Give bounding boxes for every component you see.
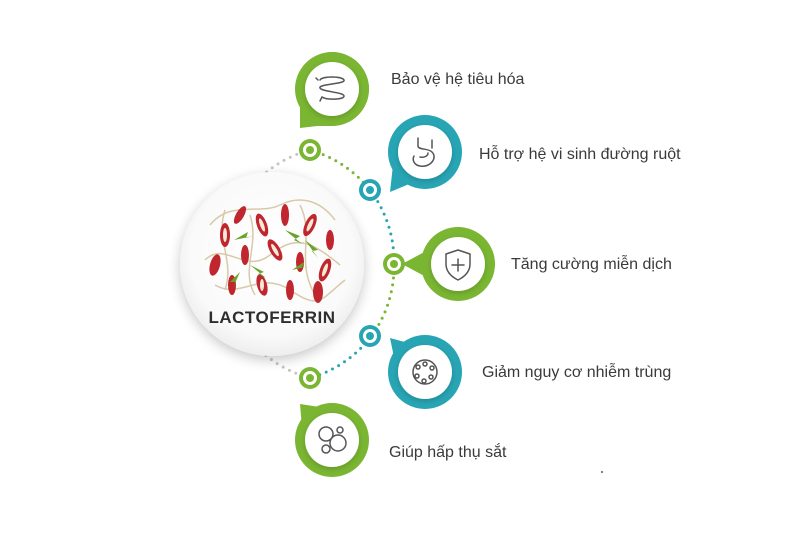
benefit-label-5: Giúp hấp thụ sắt	[389, 444, 507, 461]
node-dot-4	[359, 325, 381, 347]
center-title: LACTOFERRIN	[208, 308, 335, 327]
benefit-label-2: Hỗ trợ hệ vi sinh đường ruột	[479, 146, 681, 163]
benefit-badge-4	[388, 335, 462, 409]
node-dot-2	[359, 179, 381, 201]
benefit-badge-1	[295, 52, 369, 128]
benefit-label-1: Bảo vệ hệ tiêu hóa	[391, 71, 525, 88]
molecules-icon	[318, 426, 347, 454]
node-dot-5	[299, 367, 321, 389]
protein-structure-image	[204, 199, 346, 303]
decorative-dot	[601, 471, 603, 473]
shield-plus-icon	[445, 249, 471, 281]
node-dot-3	[383, 253, 405, 275]
intestine-icon	[315, 76, 345, 102]
benefit-badge-3	[402, 227, 495, 301]
center-circle	[180, 172, 364, 356]
benefit-label-4: Giảm nguy cơ nhiễm trùng	[482, 364, 672, 381]
teal-dotted-arc-1	[368, 188, 396, 266]
benefit-badge-5	[295, 403, 369, 477]
cell-icon	[412, 359, 438, 385]
benefit-label-3: Tăng cường miễn dịch	[511, 256, 672, 273]
node-dot-1	[299, 139, 321, 161]
stomach-icon	[412, 137, 435, 167]
benefit-badge-2	[388, 115, 462, 192]
